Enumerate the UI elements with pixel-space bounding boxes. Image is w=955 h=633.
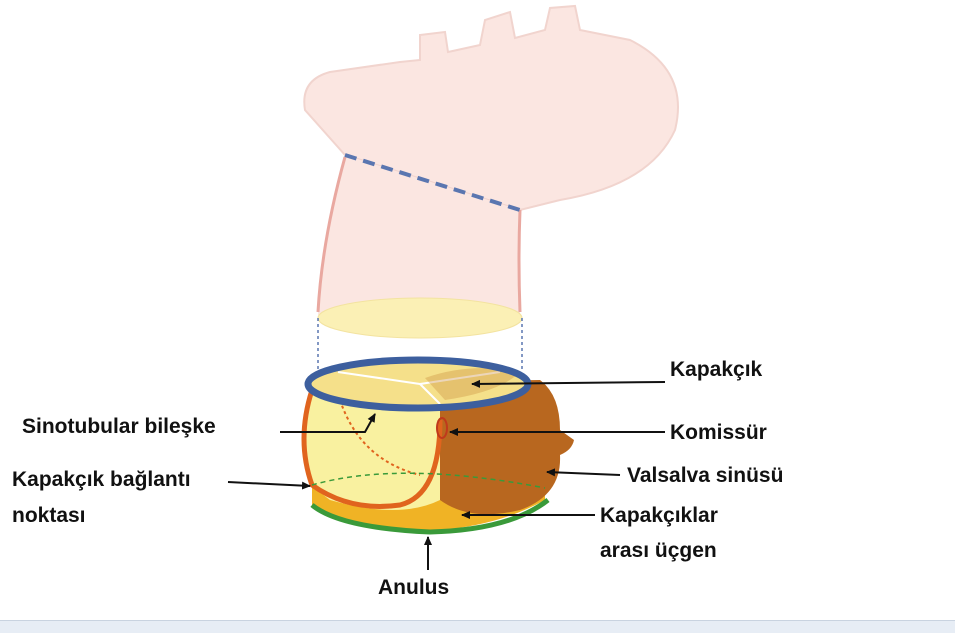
label-kapakcik-baglanti-1: Kapakçık bağlantı	[12, 467, 191, 493]
window-bottom-edge	[0, 620, 955, 633]
label-komissur: Komissür	[670, 420, 767, 446]
label-kapakcik-baglanti-2: noktası	[12, 503, 86, 529]
label-anulus: Anulus	[378, 575, 449, 601]
label-kapakciklar-2: arası üçgen	[600, 538, 717, 564]
aorta-lower-opening	[318, 298, 522, 338]
aorta-right-edge	[519, 210, 520, 312]
label-sinotubular-bileske: Sinotubular bileşke	[22, 414, 216, 440]
arrow-baglanti	[228, 482, 310, 486]
label-kapakciklar-1: Kapakçıklar	[600, 503, 718, 529]
label-valsalva-sinusu: Valsalva sinüsü	[627, 463, 783, 489]
label-kapakcik: Kapakçık	[670, 357, 762, 383]
